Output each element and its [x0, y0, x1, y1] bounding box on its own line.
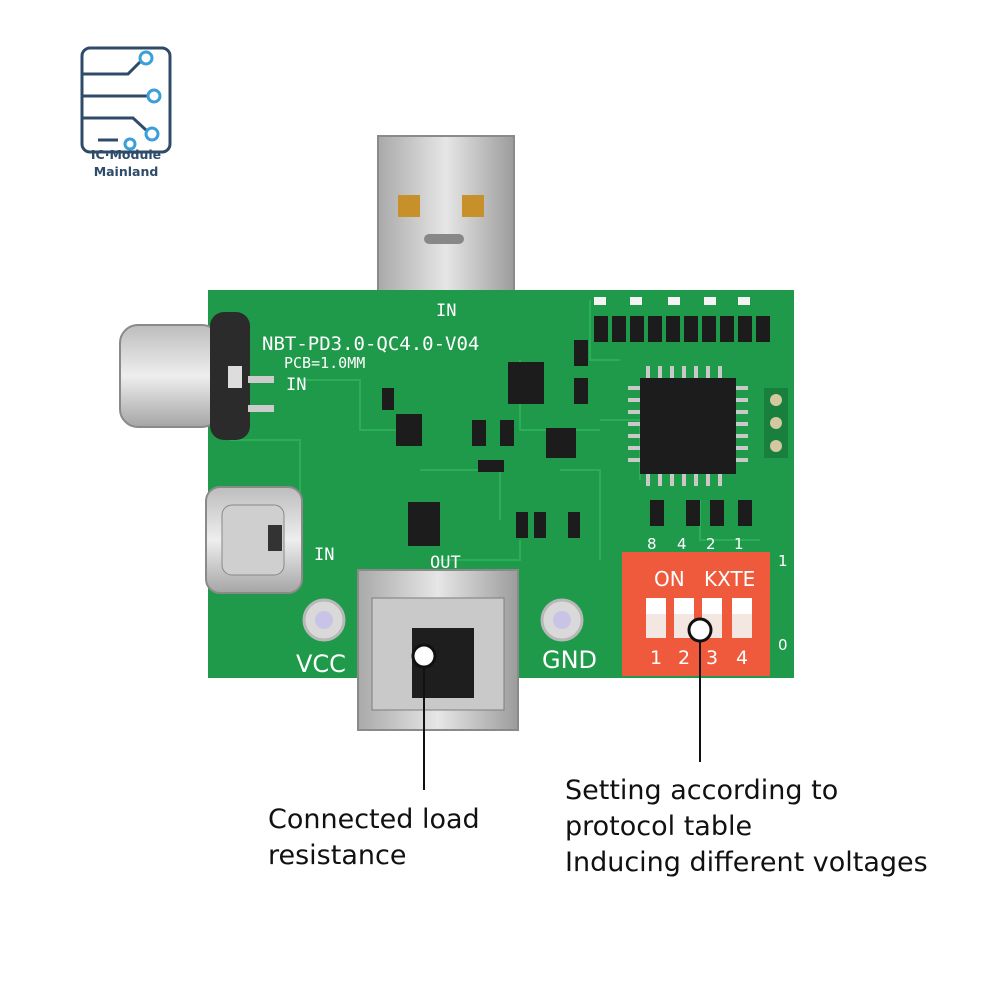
- usb-a-male-connector: [377, 135, 515, 297]
- pcb-thickness-label: PCB=1.0MM: [284, 354, 365, 372]
- dip-on-label: ON: [654, 567, 685, 591]
- load-caption-line-2: resistance: [268, 840, 407, 871]
- setting-caption-line-1: Setting according to: [565, 775, 839, 806]
- setting-caption-line-2: protocol table: [565, 811, 753, 842]
- dip-weight-1: 1: [734, 535, 744, 553]
- dip-brand-label: KXTE: [704, 567, 755, 591]
- logo-line-1: IC·Module: [90, 147, 162, 162]
- logo-text: IC·Module Mainland: [70, 146, 182, 180]
- top-in-label: IN: [436, 301, 456, 321]
- load-caption-line-1: Connected load: [268, 804, 480, 835]
- circuit-board-icon: [80, 46, 172, 154]
- load-resistance-caption: Connected load resistance: [268, 802, 480, 874]
- dip-weight-2: 2: [706, 535, 716, 553]
- dip-switch-number-4: 4: [736, 647, 748, 669]
- callout-marker-setting: [687, 617, 713, 762]
- dip-switch: [622, 552, 770, 676]
- dip-weight-8: 8: [647, 535, 657, 553]
- setting-caption-line-3: Inducing different voltages: [565, 847, 928, 878]
- logo-line-2: Mainland: [93, 164, 159, 179]
- setting-caption: Setting according to protocol table Indu…: [565, 773, 928, 881]
- out-label: OUT: [430, 553, 461, 573]
- microcontroller-chip: [628, 366, 748, 486]
- usb-c-female-port: [205, 486, 303, 594]
- usb-c-male-connector: [119, 312, 274, 440]
- dip-level-high: 1: [778, 552, 788, 570]
- gnd-label: GND: [542, 646, 597, 674]
- dip-switch-number-1: 1: [650, 647, 662, 669]
- typec-in-label-2: IN: [314, 545, 334, 565]
- dip-weight-4: 4: [677, 535, 687, 553]
- callout-marker-load: [411, 643, 437, 790]
- typec-in-label-1: IN: [286, 375, 306, 395]
- dip-level-low: 0: [778, 636, 788, 654]
- dip-switch-number-3: 3: [706, 647, 718, 669]
- board-model-label: NBT-PD3.0-QC4.0-V04: [262, 333, 479, 355]
- vcc-label: VCC: [296, 650, 346, 678]
- dip-switch-number-2: 2: [678, 647, 690, 669]
- usb-a-female-port: [357, 569, 519, 731]
